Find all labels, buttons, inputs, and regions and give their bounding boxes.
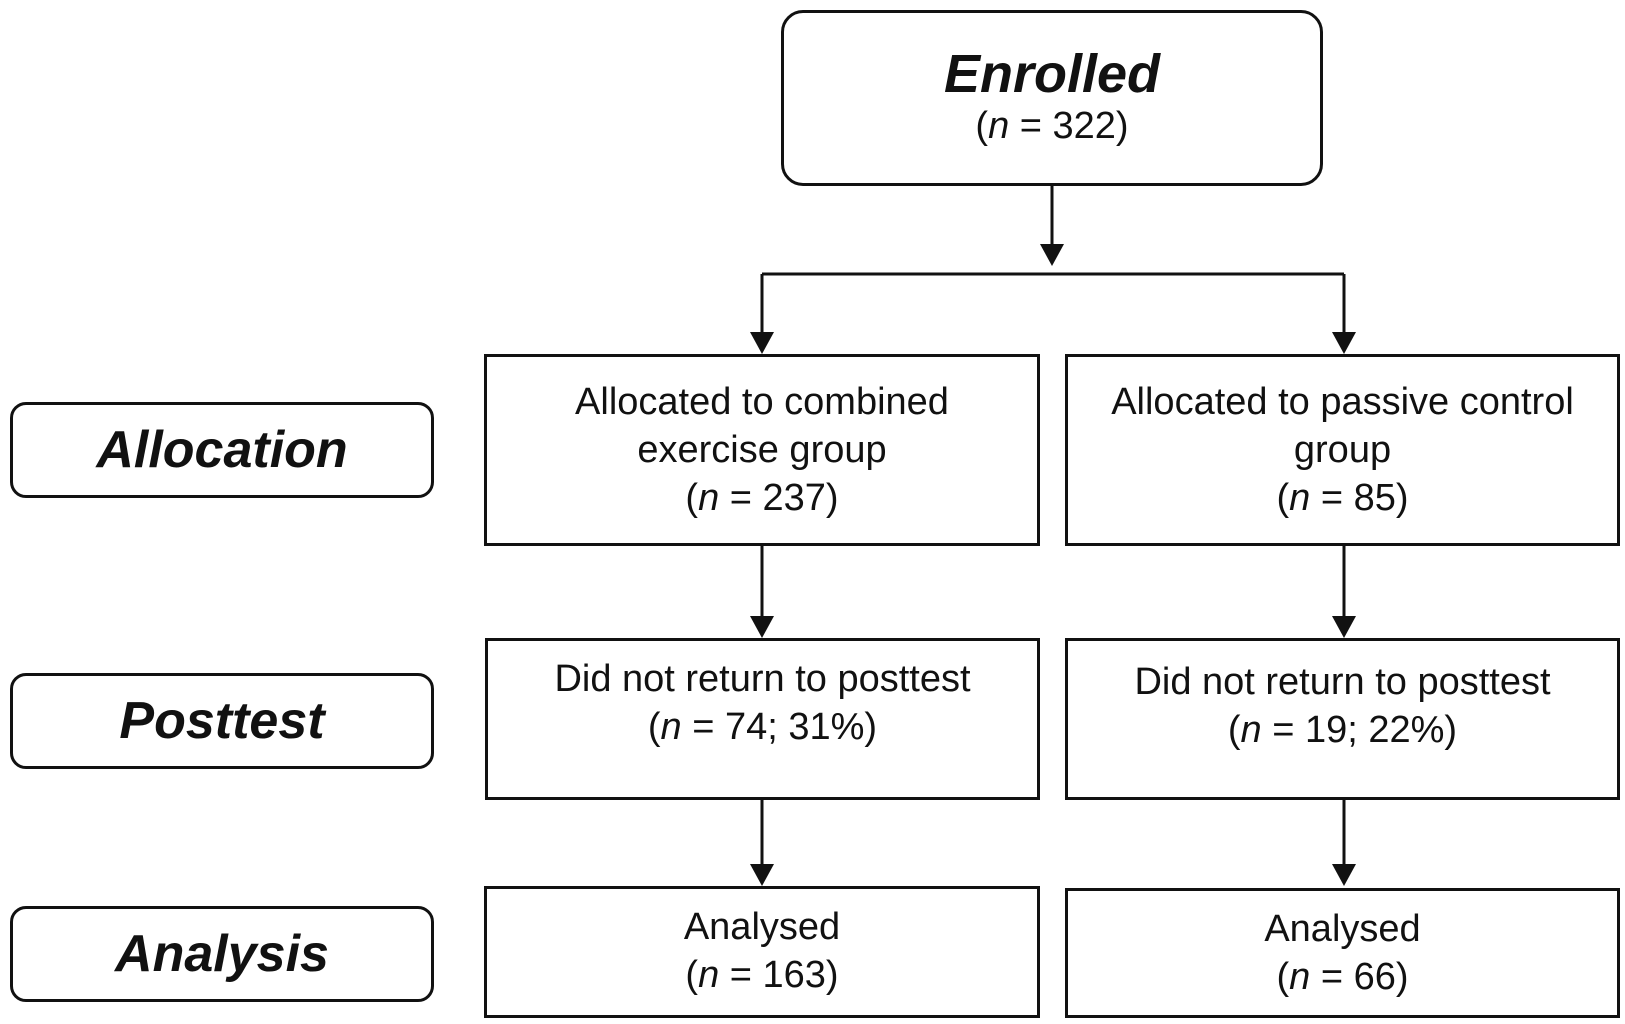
left-posttest-text: Did not return to posttest: [554, 658, 971, 700]
enrolled-title: Enrolled: [943, 43, 1161, 104]
right-analysis-box: Analysed (n = 66): [1065, 888, 1620, 1018]
left-allocation-text: Allocated to combined exercise group: [575, 381, 949, 471]
right-posttest-n: (n = 19; 22%): [1227, 709, 1458, 751]
arrowhead-left-analysis: [750, 864, 774, 886]
right-posttest-box: Did not return to posttest (n = 19; 22%): [1065, 638, 1620, 800]
left-allocation-n: (n = 237): [685, 477, 839, 519]
arrowhead-left-posttest: [750, 616, 774, 638]
stage-label-allocation: Allocation: [10, 402, 434, 498]
right-allocation-box: Allocated to passive control group (n = …: [1065, 354, 1620, 546]
stage-label-analysis: Analysis: [10, 906, 434, 1002]
arrowhead-right-allocation: [1332, 332, 1356, 354]
right-analysis-n: (n = 66): [1276, 956, 1409, 998]
arrowhead-right-analysis: [1332, 864, 1356, 886]
left-analysis-text: Analysed: [683, 906, 841, 948]
arrowhead-enrolled: [1040, 244, 1064, 266]
right-posttest-text: Did not return to posttest: [1134, 661, 1551, 703]
left-analysis-box: Analysed (n = 163): [484, 886, 1040, 1018]
left-allocation-box: Allocated to combined exercise group (n …: [484, 354, 1040, 546]
arrowhead-left-allocation: [750, 332, 774, 354]
left-posttest-n: (n = 74; 31%): [647, 706, 878, 748]
right-allocation-n: (n = 85): [1276, 477, 1409, 519]
right-analysis-text: Analysed: [1264, 908, 1421, 950]
enrolled-n: (n = 322): [975, 105, 1129, 148]
left-analysis-n: (n = 163): [685, 954, 839, 996]
left-posttest-box: Did not return to posttest (n = 74; 31%): [485, 638, 1040, 800]
stage-label-posttest: Posttest: [10, 673, 434, 769]
right-allocation-text: Allocated to passive control group: [1111, 381, 1574, 471]
enrolled-box: Enrolled (n = 322): [781, 10, 1323, 186]
arrowhead-right-posttest: [1332, 616, 1356, 638]
